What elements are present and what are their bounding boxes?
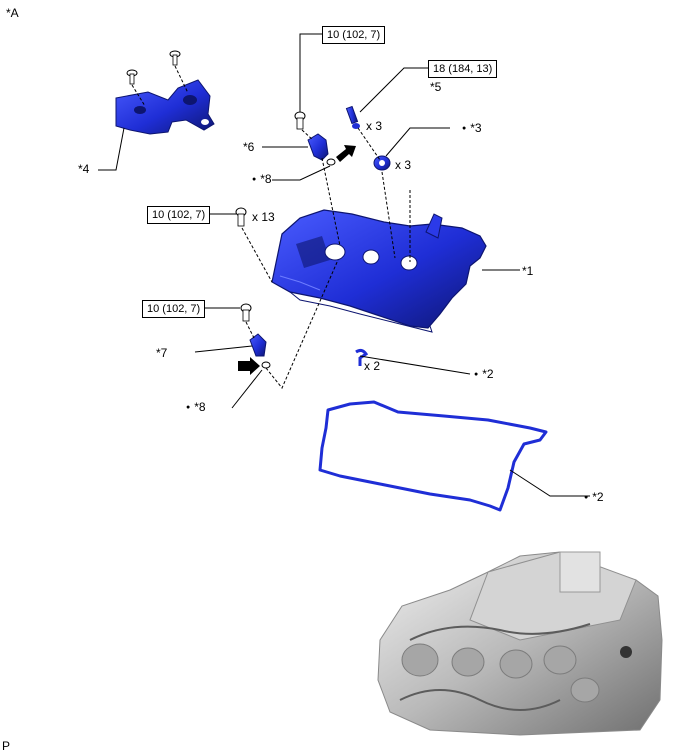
lower-bracket-bolt (240, 303, 252, 322)
lower-oring-part (261, 361, 271, 369)
label-ring: *3 (462, 121, 481, 138)
leader-lines (98, 33, 590, 497)
label-head-cover: *1 (522, 264, 534, 278)
label-plug-tube: *5 (430, 80, 442, 94)
cover-bolt (235, 207, 247, 227)
ring-part (373, 155, 391, 171)
small-gasket-part (355, 348, 369, 366)
figure-id-label: *A (6, 6, 19, 20)
bracket-bolt-right (169, 50, 181, 66)
qty-small-gasket: x 2 (364, 359, 381, 373)
torque-upper-bracket-bolt: 10 (102, 7) (322, 26, 386, 44)
label-main-gasket: *2 (584, 490, 603, 507)
label-small-gasket: *2 (474, 367, 493, 384)
qty-ring: x 3 (395, 158, 412, 172)
label-lower-oring: *8 (186, 400, 205, 417)
torque-cover-bolts: 10 (102, 7) (147, 206, 211, 224)
label-bracket-assembly: *4 (78, 162, 90, 176)
plug-tube-part (345, 105, 360, 129)
direction-arrow-lower (238, 357, 260, 375)
label-lower-bracket: *7 (156, 346, 168, 360)
bracket-bolt-left (126, 69, 138, 85)
head-cover-part (271, 209, 487, 333)
main-gasket-part (318, 400, 548, 512)
lower-bracket-part (249, 333, 267, 357)
qty-plug-tube: x 3 (366, 119, 383, 133)
bracket-assembly-part (115, 50, 215, 135)
engine-location-inset (377, 551, 663, 736)
label-upper-bracket: *6 (243, 140, 255, 154)
upper-bracket-part (307, 133, 329, 161)
direction-arrow-upper (336, 145, 356, 162)
assembly-dashed-lines (241, 127, 411, 389)
qty-cover-bolts: x 13 (252, 210, 275, 224)
upper-bracket-bolt (294, 111, 306, 130)
label-upper-oring: *8 (252, 172, 271, 189)
upper-oring-part (326, 158, 336, 166)
torque-plug-tube: 18 (184, 13) (428, 60, 498, 78)
footer-code: P (2, 739, 11, 753)
torque-lower-bracket-bolt: 10 (102, 7) (142, 300, 206, 318)
